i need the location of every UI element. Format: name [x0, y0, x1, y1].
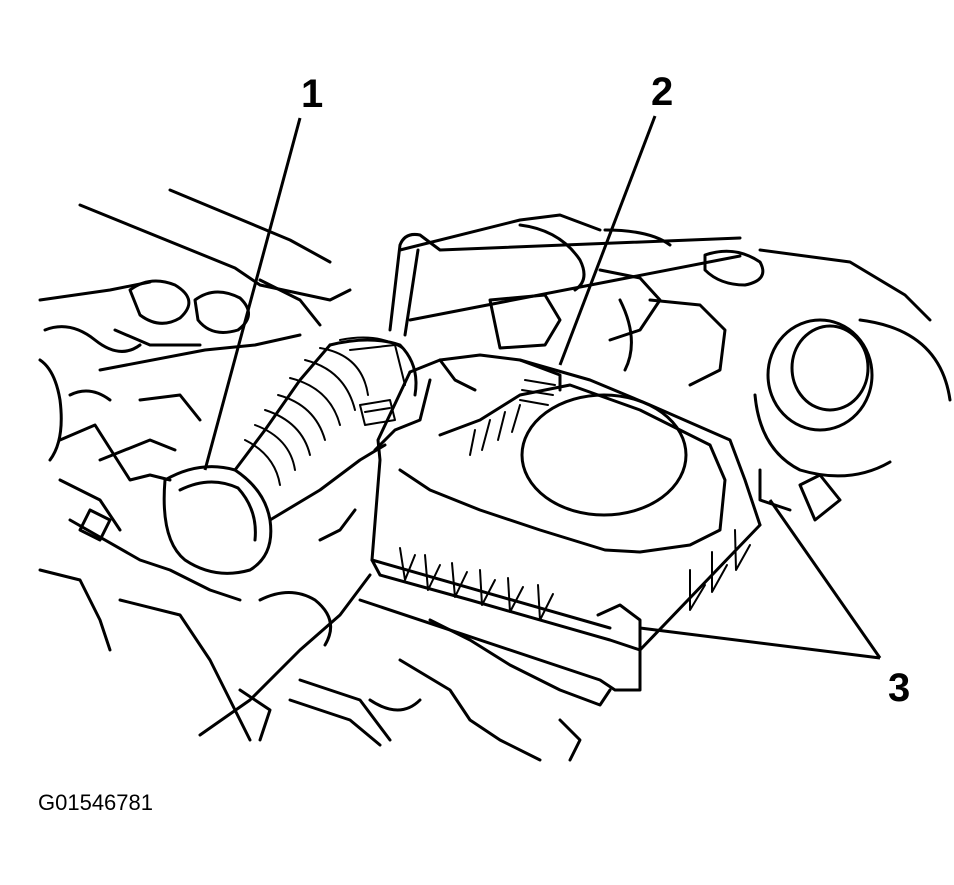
- figure-id: G01546781: [38, 790, 153, 815]
- rod: [388, 233, 742, 337]
- leader-lines: [203, 115, 882, 660]
- leader-line-3a: [768, 499, 882, 659]
- lower-engine-lines: [38, 393, 612, 762]
- reservoir-cap: [753, 318, 952, 522]
- leader-line-2: [558, 115, 657, 366]
- callout-3: 3: [888, 666, 911, 710]
- callout-2: 2: [651, 70, 674, 114]
- air-cleaner-housing: [358, 353, 762, 692]
- leader-line-1: [203, 117, 302, 471]
- callout-1: 1: [301, 72, 324, 116]
- leader-line-3b: [639, 626, 881, 660]
- intake-hose: [162, 336, 418, 575]
